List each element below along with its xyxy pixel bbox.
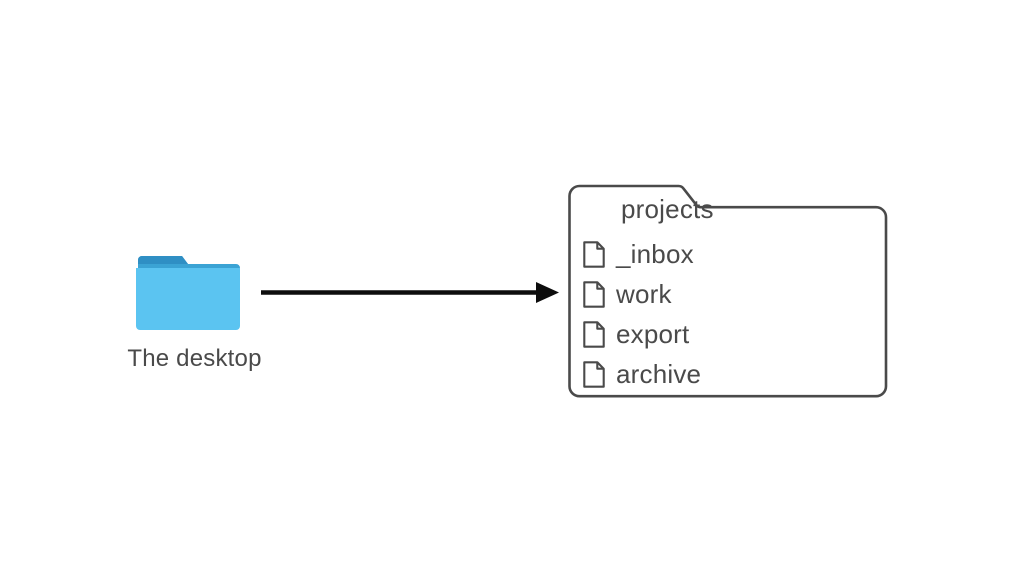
document-icon — [583, 280, 605, 308]
file-label: export — [616, 319, 690, 349]
list-item[interactable]: _inbox — [583, 234, 883, 274]
file-label: archive — [616, 359, 702, 389]
document-icon — [583, 240, 605, 268]
folder-icon — [136, 256, 240, 330]
source-label: The desktop — [127, 345, 262, 372]
list-item[interactable]: archive — [583, 354, 883, 394]
target-node[interactable]: projects _inbox work — [563, 172, 893, 404]
list-item[interactable]: work — [583, 274, 883, 314]
arrow-right-icon — [261, 282, 559, 303]
folder-title: projects — [621, 194, 714, 224]
document-icon — [583, 320, 605, 348]
file-label: _inbox — [616, 239, 694, 269]
file-label: work — [616, 279, 672, 309]
folder-outline-icon — [568, 184, 888, 398]
source-node[interactable]: The desktop — [112, 250, 277, 385]
file-list: _inbox work export — [583, 234, 883, 394]
document-icon — [583, 360, 605, 388]
list-item[interactable]: export — [583, 314, 883, 354]
